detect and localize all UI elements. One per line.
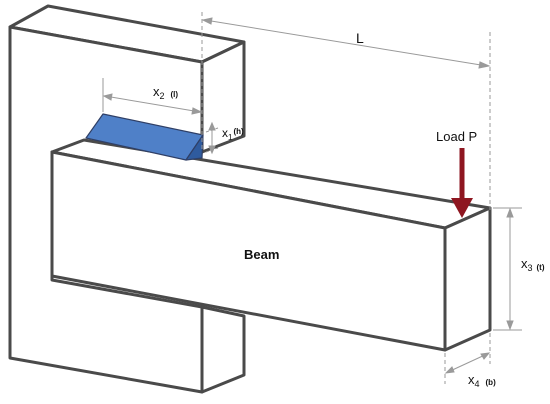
load-arrow — [451, 148, 473, 218]
dim-arrow-length-right — [478, 61, 491, 69]
beam-end-face — [443, 206, 492, 352]
length-label: L — [356, 30, 364, 46]
weld — [85, 113, 204, 161]
beam-label: Beam — [244, 247, 279, 262]
dim-arrow-thickness-bottom — [506, 320, 514, 331]
dim-tick-height-top — [205, 127, 219, 133]
wall-side-lower-face — [200, 305, 246, 394]
dim-arrow-thickness-top — [506, 207, 514, 218]
dim-tick-height-bottom — [205, 147, 219, 153]
dim-arrow-width-left — [444, 366, 455, 374]
dim-line-weld-length — [104, 95, 201, 113]
weld-height-label: x1(h) — [222, 126, 244, 142]
load-arrow-head — [451, 198, 473, 218]
width-label: x4(b) — [468, 372, 496, 389]
dim-arrow-weld-right — [191, 107, 203, 115]
dim-arrow-length-left — [201, 17, 213, 25]
weld-length-label: x2(l) — [153, 84, 178, 101]
load-label: Load P — [436, 129, 477, 144]
dim-line-length — [204, 19, 488, 67]
dimensions — [102, 12, 522, 384]
thickness-label: x3(t) — [521, 256, 545, 273]
dim-line-width — [447, 353, 488, 373]
dim-arrow-weld-left — [102, 93, 113, 101]
dim-arrow-width-right — [480, 352, 491, 360]
